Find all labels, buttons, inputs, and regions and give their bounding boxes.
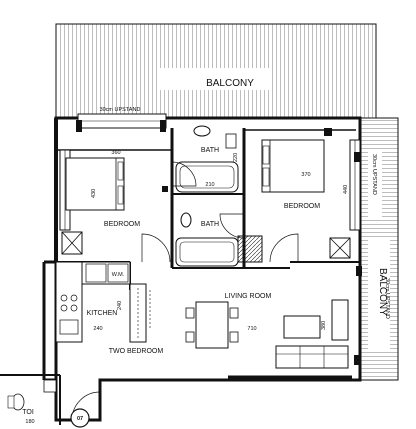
doors	[71, 161, 299, 421]
bath-lower-fixtures	[175, 212, 263, 267]
outer-walls	[0, 116, 362, 425]
unit-number: 07	[77, 416, 83, 422]
unit-number-badge: 07	[70, 408, 90, 428]
dim-living-w: 710	[247, 326, 256, 332]
dim-bed-right-h: 440	[343, 185, 349, 194]
dim-kitchen-w: 240	[93, 326, 102, 332]
upstand-top	[76, 113, 167, 132]
toilet-label: TOI	[22, 409, 34, 416]
balcony-top-label: BALCONY	[206, 78, 254, 89]
dim-bed-left-w: 360	[111, 150, 120, 156]
dim-bed-left-h: 430	[91, 189, 97, 198]
living-room-label: LIVING ROOM	[225, 293, 272, 300]
balcony-top	[55, 23, 377, 119]
shaft-left	[61, 231, 83, 255]
living-sofa	[275, 299, 349, 369]
dim-kitchen-h: 240	[117, 301, 123, 310]
balcony-right-label: BALCONY	[377, 268, 388, 316]
kitchen-counter	[55, 261, 131, 343]
shaft-right	[329, 237, 351, 259]
dim-bath-upper-w: 210	[205, 182, 214, 188]
balcony-right	[359, 117, 399, 381]
bed-right	[261, 139, 325, 193]
kitchen-label: KITCHEN	[87, 310, 118, 317]
bedroom-left-label: BEDROOM	[104, 221, 140, 228]
toilet-room	[7, 379, 57, 411]
bath-upper-fixtures	[175, 125, 239, 193]
dim-living-h: 380	[321, 321, 327, 330]
bath-upper-label: BATH	[201, 147, 219, 154]
dim-bath-upper-h: 220	[233, 153, 239, 162]
bed-left	[65, 157, 125, 211]
upstand-right-inner-label: 30cm UPSTAND	[371, 154, 377, 195]
upstand-top-label: 30cm UPSTAND	[100, 107, 141, 113]
upstand-right-outer-label: 30cm UPSTAND	[384, 278, 390, 319]
washing-machine-label: W.M.	[112, 272, 125, 278]
column-markers	[162, 128, 362, 365]
dining-table	[185, 301, 239, 349]
kitchen-island	[129, 283, 151, 343]
unit-type-label: TWO BEDROOM	[109, 348, 164, 355]
dim-toilet-w: 180	[25, 419, 34, 425]
bath-lower-label: BATH	[201, 221, 219, 228]
dim-bed-right-w: 370	[301, 172, 310, 178]
bedroom-right-label: BEDROOM	[284, 203, 320, 210]
